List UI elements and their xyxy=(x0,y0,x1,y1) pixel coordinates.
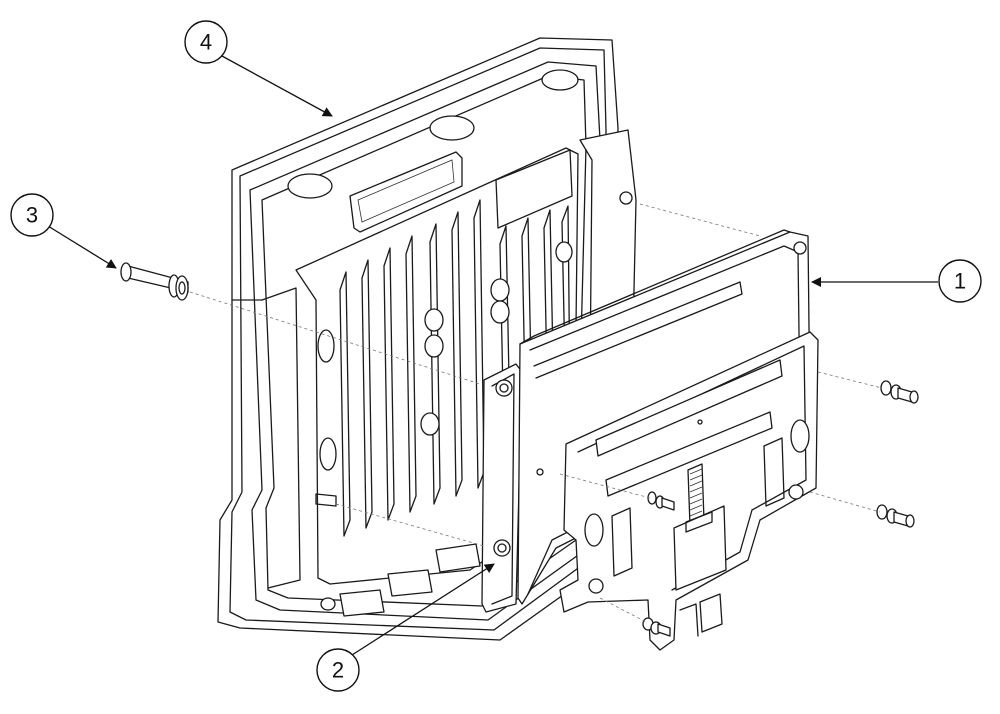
mounting-bracket xyxy=(517,229,819,651)
callout-3: 3 xyxy=(10,193,117,269)
screw-assembly-bottom xyxy=(642,617,671,637)
callout-label-4: 4 xyxy=(200,30,212,55)
callout-2: 2 xyxy=(316,563,495,692)
screw-assembly-left xyxy=(120,262,189,301)
callout-label-3: 3 xyxy=(26,203,38,228)
screw-assembly-right-lower xyxy=(876,504,915,528)
spacer-plate xyxy=(481,363,523,613)
screw-assembly-center xyxy=(647,491,675,511)
callout-label-2: 2 xyxy=(332,658,344,683)
callout-4: 4 xyxy=(184,20,333,117)
callout-label-1: 1 xyxy=(954,269,966,294)
assembly-guide-lines xyxy=(189,203,883,623)
screw-assembly-right-upper xyxy=(880,380,919,404)
callout-1: 1 xyxy=(811,259,982,303)
